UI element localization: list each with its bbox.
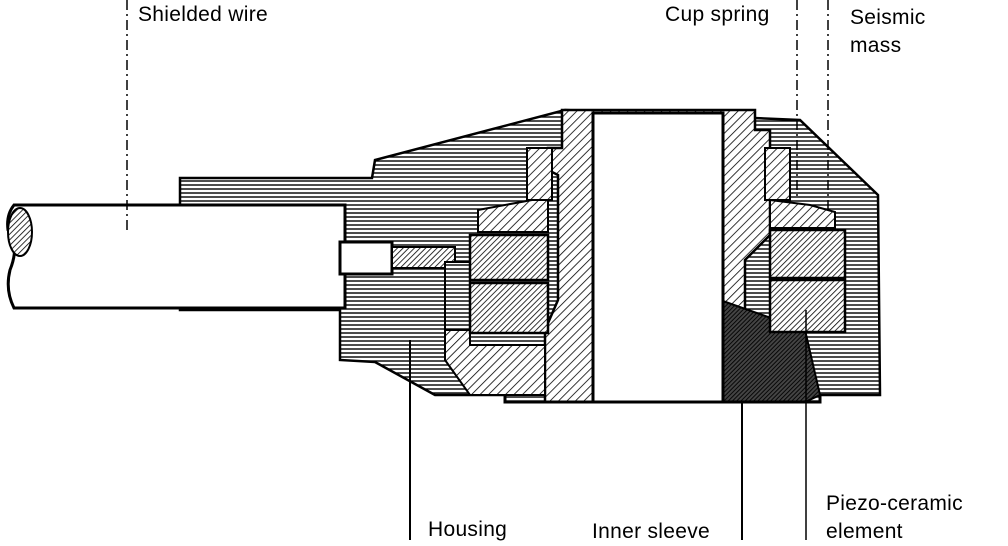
label-shielded-wire: Shielded wire xyxy=(138,3,268,26)
piezo-element-left-bottom xyxy=(468,281,550,335)
housing-bottom-step xyxy=(503,395,822,404)
seismic-mass-right xyxy=(764,147,791,201)
label-piezo-line1: Piezo-ceramic xyxy=(826,492,963,515)
seismic-mass-left xyxy=(526,147,553,201)
wire-terminal xyxy=(338,240,394,276)
piezo-element-right-bottom xyxy=(768,278,847,334)
piezo-element-right-top xyxy=(768,228,847,280)
cup-spring-left xyxy=(477,199,549,233)
label-inner-sleeve: Inner sleeve xyxy=(592,520,711,543)
label-seismic-mass-line1: Seismic xyxy=(850,6,926,29)
connector-lead-down xyxy=(444,261,471,331)
label-seismic-mass-line2: mass xyxy=(850,34,902,57)
label-cup-spring: Cup spring xyxy=(665,3,770,26)
wire-end-cap xyxy=(7,207,33,257)
label-housing: Housing xyxy=(428,518,508,541)
shielded-wire xyxy=(6,203,347,310)
piezo-element-left-top xyxy=(468,233,550,282)
label-piezo-line2: element xyxy=(826,520,903,543)
central-bore xyxy=(591,111,725,404)
cup-spring-right xyxy=(769,198,836,229)
